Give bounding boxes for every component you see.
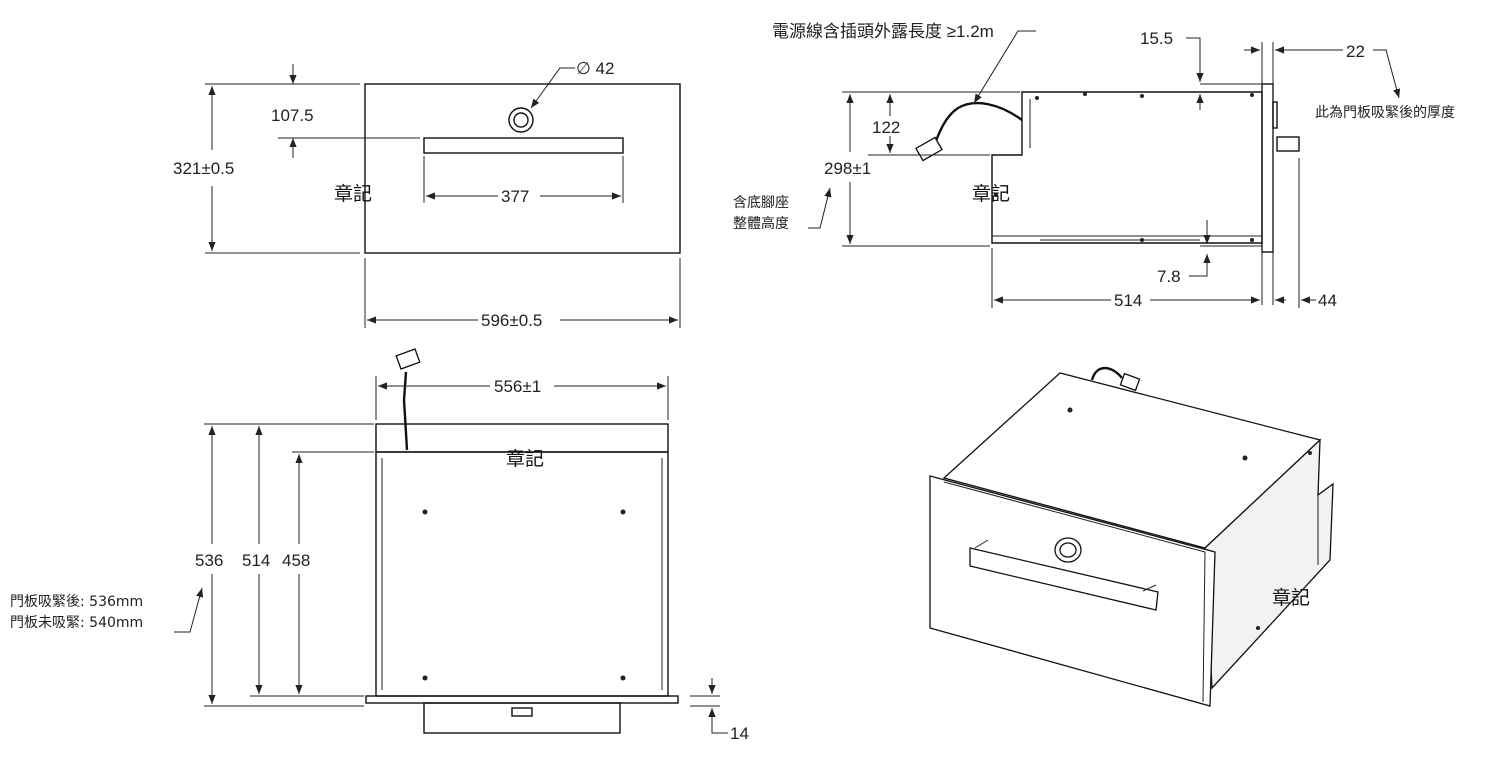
side-height-label: 298±1 — [824, 159, 871, 178]
front-width-label: 596±0.5 — [481, 311, 542, 330]
cable-height-label: 122 — [872, 118, 900, 137]
iso-knob-inner — [1059, 542, 1077, 558]
stamp-mark: 章記 — [334, 183, 372, 205]
iso-power-cable — [1090, 366, 1123, 381]
iso-handle — [969, 547, 1159, 611]
iso-door-edge — [943, 481, 1206, 553]
front-height-label: 321±0.5 — [173, 159, 234, 178]
door-note: 此為門板吸緊後的厚度 — [1315, 105, 1455, 121]
top-width-label: 556±1 — [494, 377, 541, 396]
top-power-plug — [395, 348, 421, 370]
screw — [1140, 238, 1144, 242]
knob-inner — [513, 112, 529, 128]
top-door-plate — [365, 695, 679, 704]
height-note-line1: 含底腳座 — [733, 195, 789, 211]
side-handle — [1276, 136, 1300, 152]
depth-note-line1: 門板吸緊後: 536mm — [10, 594, 143, 610]
depth-body-label: 514 — [242, 551, 270, 570]
door-note-leader — [1373, 49, 1401, 99]
handle-width-label: 377 — [501, 187, 529, 206]
iso-power-plug — [1119, 372, 1141, 392]
top-body-outline — [375, 451, 669, 697]
bottom-gap-label: 7.8 — [1157, 267, 1181, 286]
screw — [422, 509, 428, 515]
screw — [1140, 94, 1144, 98]
side-view: 電源線含插頭外露長度 ≥1.2m 15.5 22 此為門板吸緊後的厚度 122 … — [733, 22, 1455, 310]
depth-note-leader — [174, 587, 204, 633]
screw — [1250, 238, 1254, 242]
top-power-cable — [402, 371, 409, 451]
screw — [994, 193, 998, 197]
screw — [1308, 451, 1312, 455]
iso-handle-edge — [974, 539, 989, 549]
depth-total-label: 536 — [195, 551, 223, 570]
knob-diameter-label: ∅ 42 — [576, 59, 614, 78]
screw — [620, 509, 626, 515]
knob-leader — [530, 67, 575, 109]
knob-outer — [508, 107, 534, 133]
side-knob-base — [1272, 101, 1278, 129]
screw — [1067, 407, 1073, 413]
front-view: ∅ 42 107.5 321±0.5 377 596±0.5 章記 — [173, 59, 681, 330]
handle-depth-label: 14 — [730, 724, 749, 743]
side-body-outline — [991, 91, 1263, 244]
side-depth-label: 514 — [1114, 291, 1142, 310]
stamp-mark: 章記 — [972, 183, 1010, 205]
screw — [422, 675, 428, 681]
handle-slot — [423, 137, 624, 154]
cable-note: 電源線含插頭外露長度 ≥1.2m — [772, 22, 994, 41]
iso-door-edge — [1202, 551, 1206, 703]
stamp-mark: 章記 — [506, 448, 544, 470]
side-door-plate — [1261, 83, 1274, 253]
cable-leader — [973, 30, 1036, 104]
iso-handle-edge — [1142, 584, 1157, 592]
dim-arrow — [1186, 37, 1204, 82]
top-view: 556±1 536 514 458 門板吸緊後: 536mm 門板未吸緊: 54… — [10, 348, 749, 743]
door-thickness-label: 22 — [1346, 42, 1365, 61]
front-depth-label: 44 — [1318, 291, 1337, 310]
iso-view: 章記 — [929, 366, 1334, 707]
screw — [1250, 93, 1254, 97]
screw — [1083, 92, 1087, 96]
top-handle — [423, 702, 621, 734]
height-note-line2: 整體高度 — [733, 215, 789, 232]
iso-door-front — [929, 475, 1216, 707]
top-knob — [511, 707, 533, 717]
screw — [1256, 626, 1260, 630]
top-offset-label: 107.5 — [271, 106, 314, 125]
power-cable — [932, 101, 1023, 147]
depth-note-line2: 門板未吸緊: 540mm — [10, 615, 143, 631]
dim-arrow — [708, 708, 728, 734]
stamp-mark: 章記 — [1272, 587, 1310, 609]
height-note-leader — [808, 187, 832, 229]
dim-arrow — [1189, 254, 1211, 277]
screw — [1242, 455, 1248, 461]
screw — [620, 675, 626, 681]
power-plug — [915, 136, 943, 162]
top-gap-label: 15.5 — [1140, 29, 1173, 48]
screw — [1035, 96, 1039, 100]
front-panel-outline — [364, 83, 681, 254]
iso-side-face — [1204, 438, 1334, 690]
depth-inner-label: 458 — [282, 551, 310, 570]
